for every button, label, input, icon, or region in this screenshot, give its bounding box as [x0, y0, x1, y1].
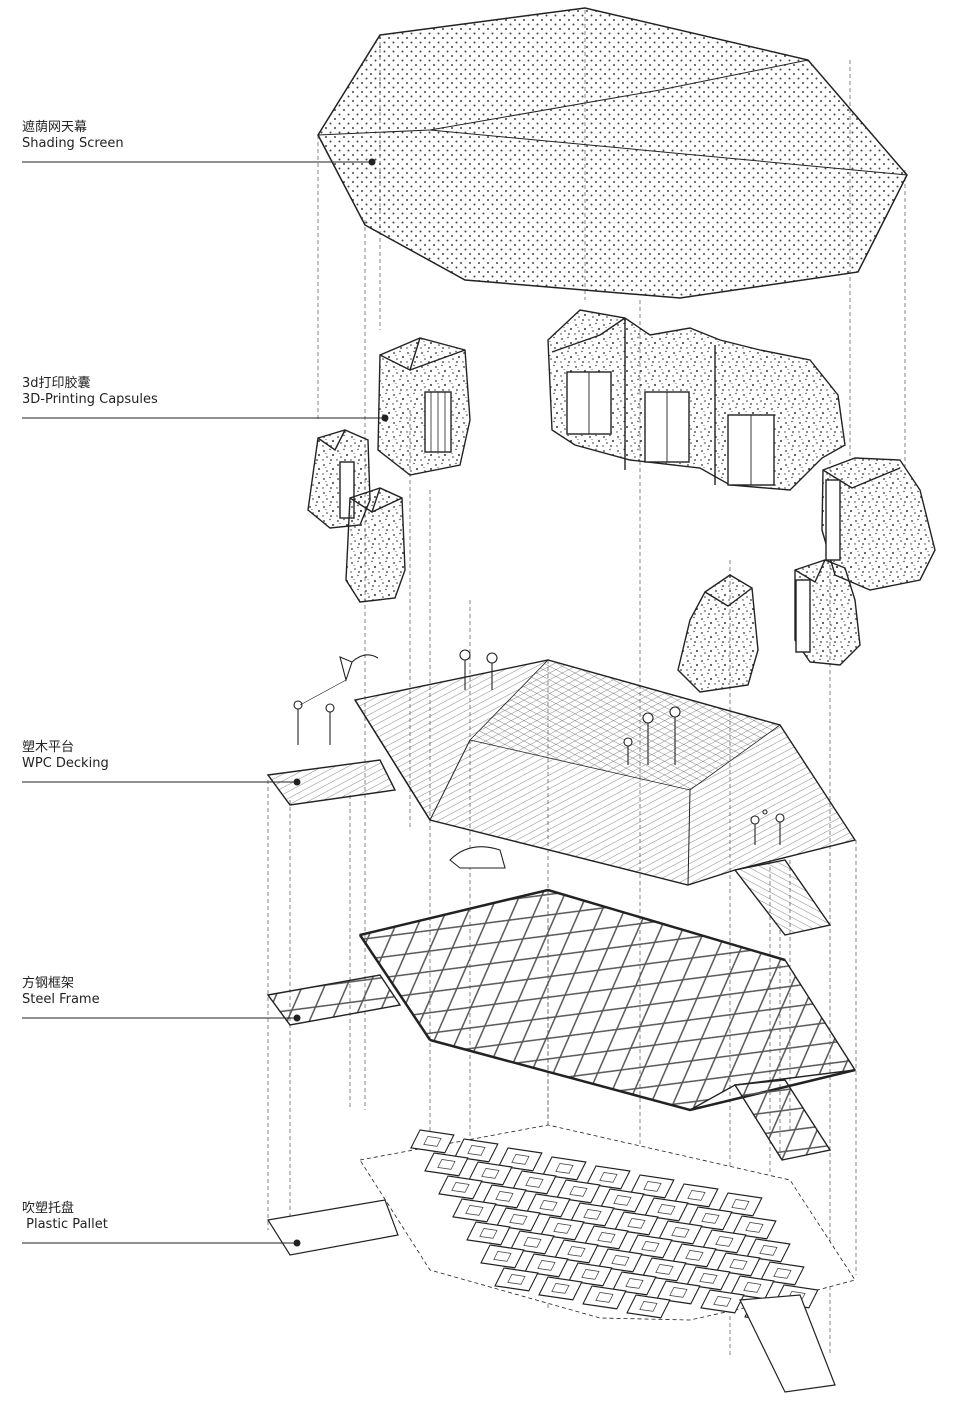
pallet-tile	[570, 1202, 615, 1227]
pallet-tile	[568, 1262, 613, 1287]
pallet-tile	[732, 1215, 777, 1240]
pallet-tile	[496, 1207, 541, 1232]
label-en: 3D-Printing Capsules	[22, 392, 158, 407]
pallet-tile	[630, 1174, 675, 1199]
pallet-tile	[730, 1275, 775, 1300]
pallet-tile	[554, 1239, 599, 1264]
pallet-tile	[480, 1244, 525, 1269]
pallet-tile	[466, 1221, 511, 1246]
pallet-tile	[512, 1170, 557, 1195]
pallet-tile	[494, 1267, 539, 1292]
label-en: Plastic Pallet	[22, 1217, 108, 1232]
pallet-tile	[672, 1243, 717, 1268]
label-en: Steel Frame	[22, 992, 100, 1007]
pallet-tile	[510, 1230, 555, 1255]
shading-screen	[317, 7, 908, 299]
pallet-tile	[424, 1152, 469, 1177]
steel-frame	[266, 888, 857, 1161]
people-figures	[293, 649, 785, 869]
label-pallet: 吹塑托盘 Plastic Pallet	[22, 1201, 108, 1233]
pallet-tile	[642, 1257, 687, 1282]
pallet-tile	[702, 1229, 747, 1254]
pallet-tile	[556, 1179, 601, 1204]
label-shading-screen: 遮荫网天幕 Shading Screen	[22, 120, 124, 152]
pallet-tile	[626, 1294, 671, 1319]
label-frame: 方钢框架 Steel Frame	[22, 976, 100, 1008]
pallet-tile	[586, 1165, 631, 1190]
pallet-tile	[716, 1252, 761, 1277]
pallet-tiles	[410, 1129, 819, 1323]
pallet-tile	[452, 1198, 497, 1223]
pallet-tile	[600, 1188, 645, 1213]
pallet-tile	[656, 1280, 701, 1305]
leader-lines	[22, 158, 389, 1247]
pallet-tile	[454, 1138, 499, 1163]
pallet-tile	[526, 1193, 571, 1218]
label-decking: 塑木平台 WPC Decking	[22, 740, 109, 772]
label-capsules: 3d打印胶囊 3D-Printing Capsules	[22, 376, 158, 408]
pallet-tile	[674, 1183, 719, 1208]
label-cn: 塑木平台	[22, 740, 75, 755]
pallet-tile	[628, 1234, 673, 1259]
capsules	[307, 309, 936, 693]
pallet-tile	[658, 1220, 703, 1245]
label-cn: 吹塑托盘	[22, 1201, 75, 1216]
pallet-tile	[686, 1266, 731, 1291]
pallet-tile	[644, 1197, 689, 1222]
label-cn: 3d打印胶囊	[22, 376, 91, 391]
pallet-tile	[614, 1211, 659, 1236]
pallet-tile	[524, 1253, 569, 1278]
label-cn: 遮荫网天幕	[22, 120, 88, 135]
pallet-tile	[540, 1216, 585, 1241]
pallet-tile	[542, 1156, 587, 1181]
pallet-tile	[760, 1261, 805, 1286]
label-en: WPC Decking	[22, 756, 109, 771]
pallet-tile	[438, 1175, 483, 1200]
pallet-tile	[598, 1248, 643, 1273]
pallet-tile	[468, 1161, 513, 1186]
pallet-tile	[688, 1206, 733, 1231]
pallet-tile	[482, 1184, 527, 1209]
label-en: Shading Screen	[22, 136, 124, 151]
pallet-tile	[582, 1285, 627, 1310]
pallet-tile	[410, 1129, 455, 1154]
label-cn: 方钢框架	[22, 976, 75, 991]
wpc-decking	[266, 649, 857, 936]
pallet-tile	[498, 1147, 543, 1172]
pallet-tile	[584, 1225, 629, 1250]
pallet-tile	[538, 1276, 583, 1301]
pallet-tile	[718, 1192, 763, 1217]
pallet-tile	[746, 1238, 791, 1263]
pallet-tile	[612, 1271, 657, 1296]
pallet-tile	[700, 1289, 745, 1314]
